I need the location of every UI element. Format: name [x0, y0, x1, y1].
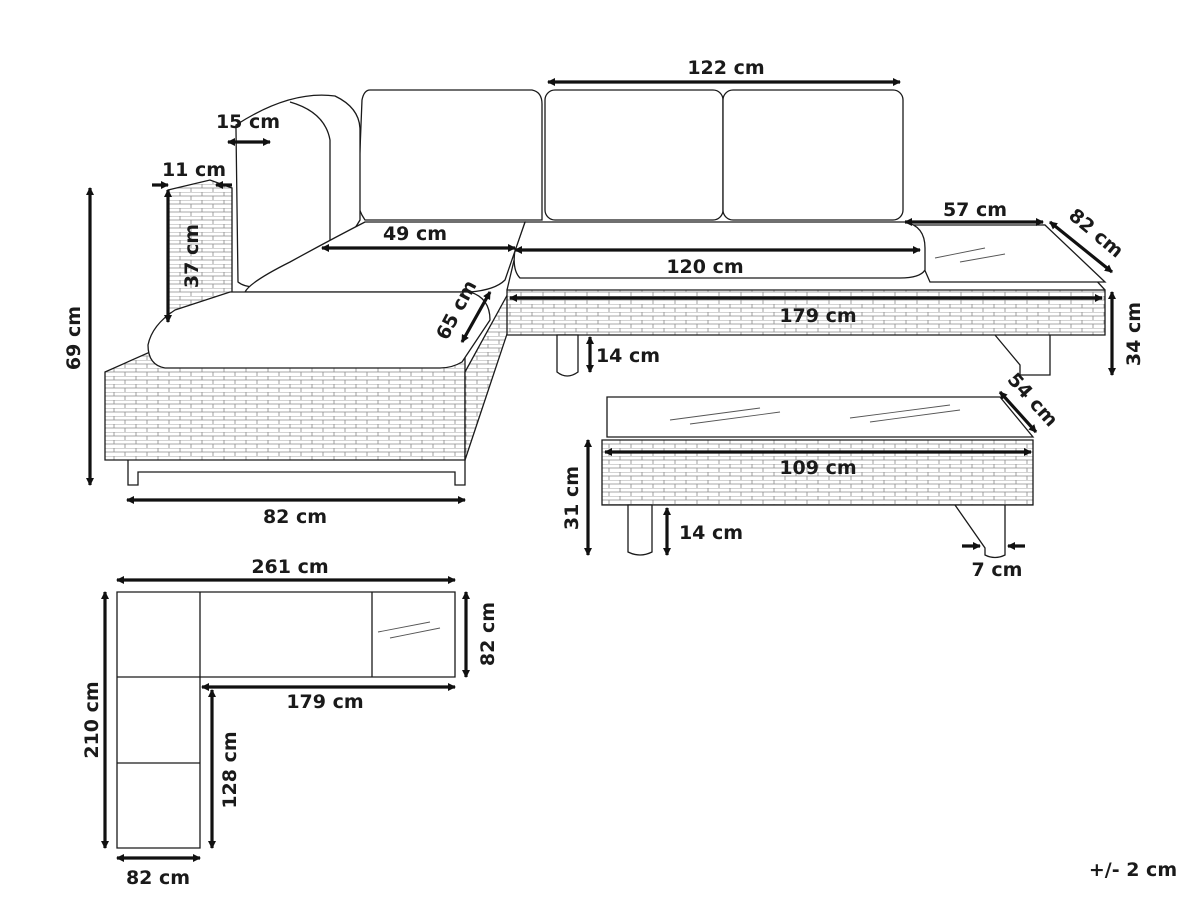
label-plan-depth: 82 cm [126, 867, 190, 889]
label-plan-inner-length: 179 cm [286, 691, 363, 713]
main-leg-left [556, 334, 579, 377]
label-table-leg-width: 7 cm [972, 559, 1023, 581]
glass-reflection [669, 407, 761, 421]
label-side-table-width: 57 cm [943, 199, 1007, 221]
coffee-table-drawing [601, 396, 1035, 559]
label-armrest-height: 37 cm [181, 224, 203, 288]
main-leg-right [994, 334, 1051, 376]
glass-reflection [689, 411, 781, 425]
corner-leg-frame [127, 460, 466, 486]
table-leg-left [627, 504, 653, 556]
label-seat-width-main: 120 cm [666, 256, 743, 278]
table-body [601, 439, 1034, 506]
label-plan-table-depth: 82 cm [477, 602, 499, 666]
plan-drawing [116, 591, 456, 849]
dim-line-65 [460, 291, 492, 343]
back-cushion-2 [722, 89, 904, 221]
table-leg-right [954, 504, 1006, 559]
dimension-lines [86, 78, 1116, 862]
label-seat-width-corner: 49 cm [383, 223, 447, 245]
side-table-glass [904, 224, 1107, 283]
cushion-fold [289, 101, 331, 260]
label-leg-height: 14 cm [596, 345, 660, 367]
label-table-leg-height: 14 cm [679, 522, 743, 544]
dim-line-54 [998, 390, 1038, 434]
back-cushion-corner [357, 89, 543, 221]
dim-line-82a [1048, 220, 1114, 274]
plan-outline [116, 591, 456, 849]
tolerance-note: +/- 2 cm [1089, 859, 1177, 881]
label-corner-unit-depth: 82 cm [263, 506, 327, 528]
label-back-cushion-width: 122 cm [687, 57, 764, 79]
label-armrest-width: 11 cm [162, 159, 226, 181]
label-table-length: 109 cm [779, 457, 856, 479]
label-plan-total-width: 210 cm [81, 681, 103, 758]
glass-reflection [849, 404, 951, 419]
glass-reflection [934, 247, 986, 259]
glass-reflection [959, 253, 1006, 263]
glass-reflection [377, 621, 431, 633]
label-table-height: 31 cm [561, 466, 583, 530]
label-main-unit-length: 179 cm [779, 305, 856, 327]
seat-cushion-corner [243, 221, 526, 293]
label-main-unit-height: 34 cm [1123, 302, 1145, 366]
glass-reflection [389, 627, 441, 639]
label-plan-total-length: 261 cm [251, 556, 328, 578]
label-plan-inner-width: 128 cm [219, 731, 241, 808]
glass-reflection [869, 409, 961, 423]
table-top-glass [606, 396, 1035, 438]
label-back-cushion-depth: 15 cm [216, 111, 280, 133]
label-total-height: 69 cm [63, 306, 85, 370]
back-cushion-1 [544, 89, 724, 221]
